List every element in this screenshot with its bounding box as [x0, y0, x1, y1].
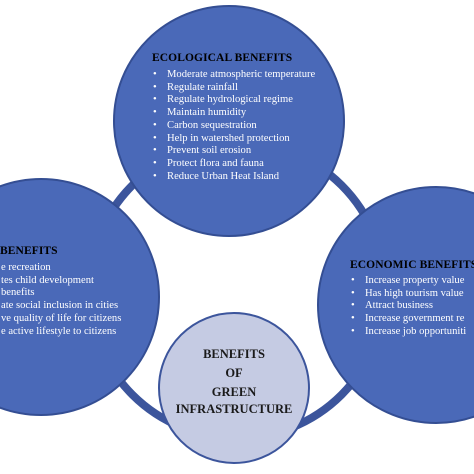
center-title-line: BENEFITS — [203, 347, 265, 361]
social-benefits-heading: BENEFITS — [0, 245, 58, 257]
center-title-line: GREEN — [211, 385, 257, 399]
list-item: ve quality of life for citizens — [0, 313, 121, 326]
list-item: Help in watershed protection — [152, 133, 315, 146]
center-title-line: OF — [225, 366, 243, 380]
social-benefits-list: e recreation tes child development benef… — [0, 262, 121, 338]
list-item: Attract business — [350, 300, 466, 313]
list-item: Protect flora and fauna — [152, 158, 315, 171]
list-item: Reduce Urban Heat Island — [152, 171, 315, 184]
economic-benefits-heading: ECONOMIC BENEFITS — [350, 259, 474, 271]
list-item: Increase property value — [350, 275, 466, 288]
list-item: Regulate rainfall — [152, 82, 315, 95]
economic-benefits-list: Increase property value Has high tourism… — [350, 275, 466, 339]
list-item: Maintain humidity — [152, 107, 315, 120]
list-item: ate social inclusion in cities — [0, 300, 121, 313]
list-item: Moderate atmospheric temperature — [152, 69, 315, 82]
list-item: Increase government re — [350, 313, 466, 326]
center-circle — [158, 312, 310, 464]
list-item: tes child development — [0, 275, 121, 288]
ecological-benefits-heading: ECOLOGICAL BENEFITS — [152, 52, 293, 64]
center-title-line: INFRASTRUCTURE — [175, 402, 293, 416]
list-item: Regulate hydrological regime — [152, 94, 315, 107]
list-item: Prevent soil erosion — [152, 145, 315, 158]
ecological-benefits-list: Moderate atmospheric temperature Regulat… — [152, 69, 315, 183]
list-item: Has high tourism value — [350, 288, 466, 301]
list-item: Increase job opportuniti — [350, 326, 466, 339]
list-item: e recreation — [0, 262, 121, 275]
list-item: Carbon sequestration — [152, 120, 315, 133]
list-item: e active lifestyle to citizens — [0, 326, 121, 339]
list-item: benefits — [0, 287, 121, 300]
